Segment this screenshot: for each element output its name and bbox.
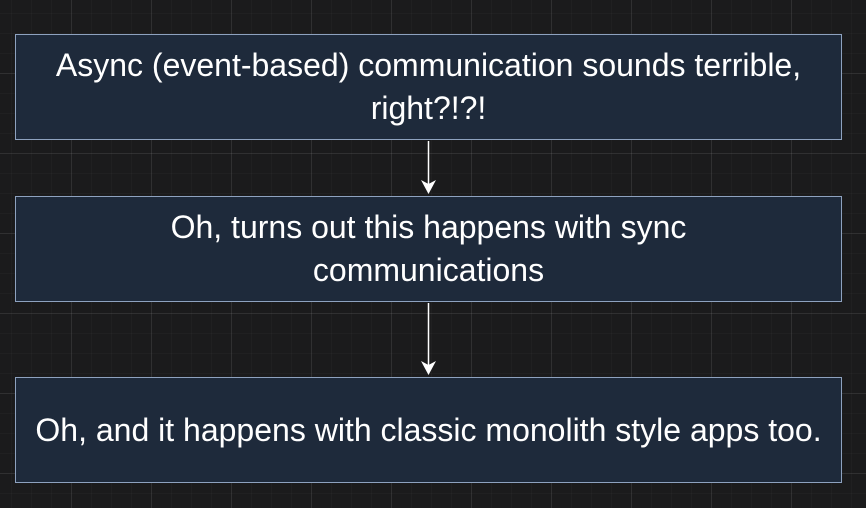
- node-label: Oh, turns out this happens with sync com…: [170, 209, 687, 288]
- flowchart-node-sync-communications[interactable]: Oh, turns out this happens with sync com…: [15, 196, 842, 302]
- edge-n2-n3: [421, 303, 436, 375]
- flowchart-node-async-question[interactable]: Async (event-based) communication sounds…: [15, 34, 842, 140]
- node-label: Async (event-based) communication sounds…: [55, 47, 802, 126]
- flowchart-node-monolith-apps[interactable]: Oh, and it happens with classic monolith…: [15, 377, 842, 483]
- node-label: Oh, and it happens with classic monolith…: [35, 411, 822, 448]
- edge-n1-n2: [421, 141, 436, 194]
- arrowhead-icon: [421, 180, 436, 194]
- arrowhead-icon: [421, 361, 436, 375]
